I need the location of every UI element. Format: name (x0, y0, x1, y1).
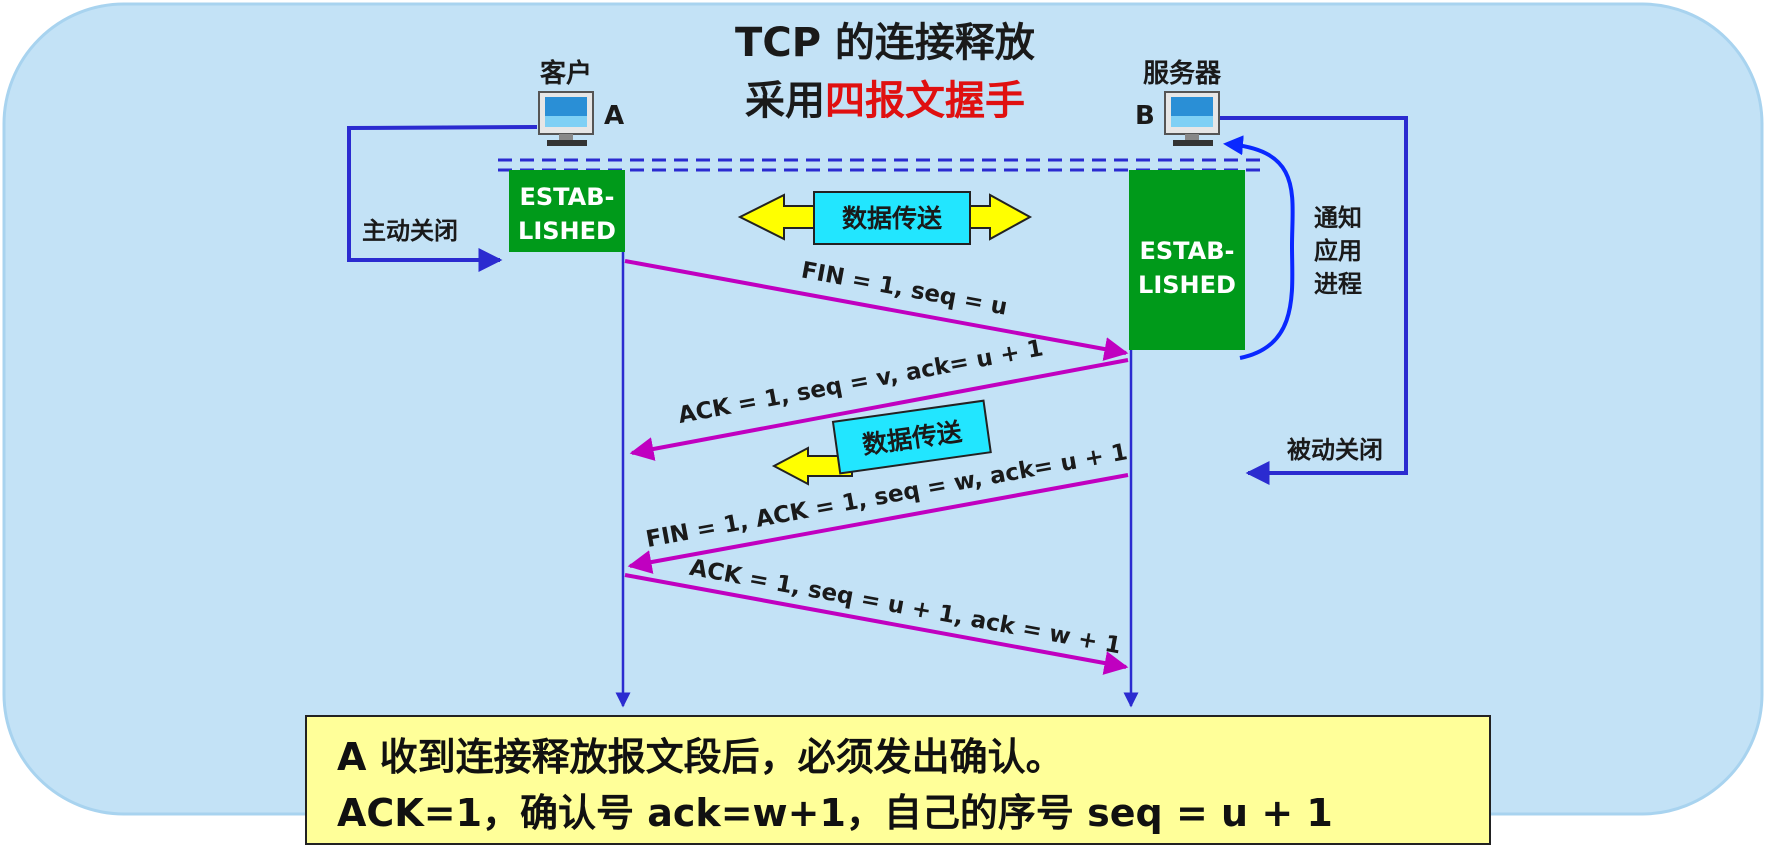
notify-label-line-2: 应用 (1314, 237, 1362, 265)
notify-app-arrow (1223, 135, 1295, 360)
note-line-2: ACK=1，确认号 ack=w+1，自己的序号 seq = u + 1 (337, 791, 1333, 835)
title-line-1: TCP 的连接释放 (735, 20, 1035, 66)
server-state-line-1: ESTAB- (1139, 237, 1234, 265)
server-state-box (1129, 170, 1245, 350)
explanation-note: A 收到连接释放报文段后，必须发出确认。 ACK=1，确认号 ack=w+1，自… (305, 715, 1491, 845)
data-transfer-chip-2-group: 数据传送 (831, 399, 992, 475)
background-panel (2, 2, 1764, 816)
message-arrow-4 (624, 573, 1129, 675)
server-computer-icon (1164, 91, 1220, 146)
title-line-2: 采用四报文握手 (745, 78, 1025, 124)
server-label: 服务器 (1143, 59, 1222, 89)
client-computer-icon (538, 91, 594, 146)
client-label: 客户 (540, 58, 592, 89)
message-arrow-2 (629, 358, 1129, 461)
client-state-line-1: ESTAB- (519, 183, 614, 211)
passive-close-label: 被动关闭 (1287, 436, 1383, 464)
data-transfer-label: 数据传送 (842, 204, 942, 233)
notify-label-line-1: 通知 (1314, 204, 1362, 232)
note-line-1: A 收到连接释放报文段后，必须发出确认。 (337, 735, 1064, 779)
client-state-box (509, 170, 625, 252)
notify-label-line-3: 进程 (1314, 270, 1362, 298)
data-transfer-chip-2 (831, 399, 992, 475)
message-arrow-1 (624, 259, 1129, 361)
server-letter: B (1135, 101, 1155, 131)
title-prefix: 采用 (745, 78, 825, 124)
passive-close-arrow (1220, 116, 1408, 485)
active-close-label: 主动关闭 (362, 217, 458, 245)
client-state-line-2: LISHED (518, 217, 616, 245)
title-highlight: 四报文握手 (825, 78, 1025, 124)
active-close-arrow (347, 125, 538, 272)
client-letter: A (604, 101, 624, 131)
server-state-line-2: LISHED (1138, 271, 1236, 299)
data-transfer-chip (813, 191, 971, 245)
message-arrow-3 (627, 473, 1129, 574)
